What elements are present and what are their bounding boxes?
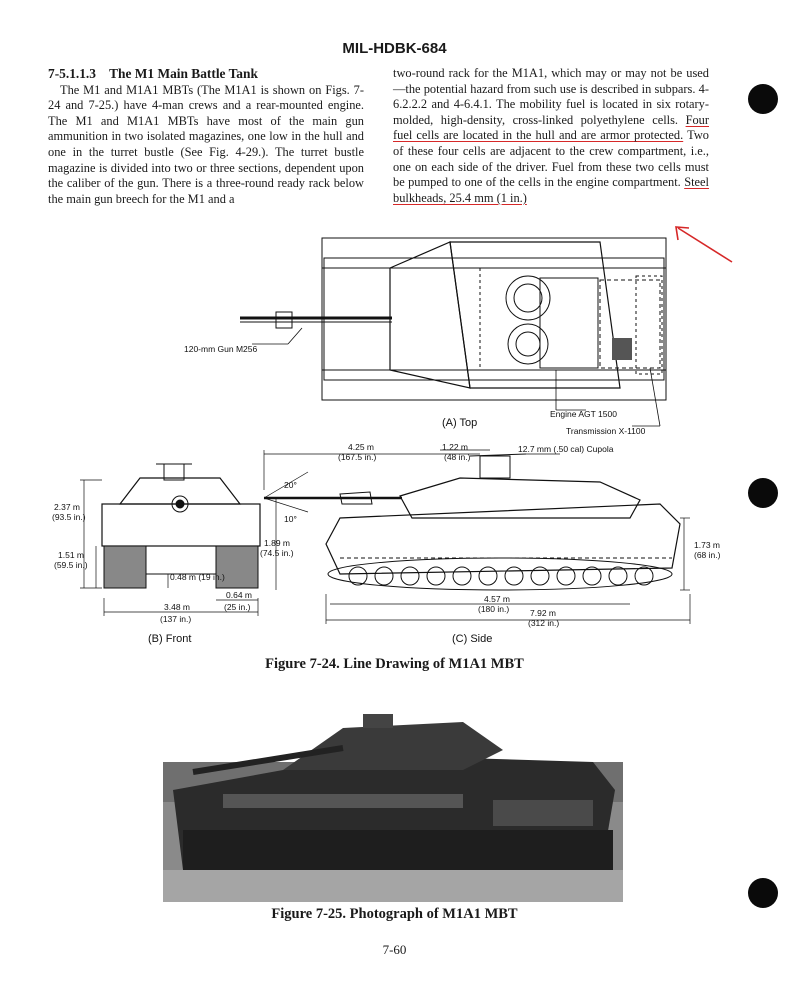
figure-25-caption: Figure 7-25. Photograph of M1A1 MBT bbox=[271, 906, 518, 922]
punch-hole-bottom bbox=[748, 878, 778, 908]
running-header: MIL-HDBK-684 bbox=[342, 40, 447, 57]
dim-gun-length-in: (167.5 in.) bbox=[338, 452, 376, 462]
dim-gun-height: 1.89 m bbox=[264, 538, 290, 548]
dim-front-width-in: (137 in.) bbox=[160, 614, 191, 624]
section-heading: 7-5.1.1.3 The M1 Main Battle Tank bbox=[48, 66, 364, 82]
dim-deck-height-in: (68 in.) bbox=[694, 550, 720, 560]
right-column: two-round rack for the M1A1, which may o… bbox=[393, 66, 709, 206]
left-column: 7-5.1.1.3 The M1 Main Battle Tank The M1… bbox=[48, 66, 364, 207]
dim-turret-in: (48 in.) bbox=[444, 452, 471, 462]
dim-elevation: 20° bbox=[284, 480, 297, 490]
red-arrow-annotation bbox=[675, 226, 733, 263]
dim-depression: 10° bbox=[284, 514, 297, 524]
dim-gun-length: 4.25 m bbox=[348, 442, 374, 452]
m1a1-line-drawing: 120-mm Gun M256 (A) Top Engine AGT 1500 … bbox=[52, 237, 720, 645]
dim-hull-height-in: (59.5 in.) bbox=[54, 560, 88, 570]
side-view bbox=[264, 453, 681, 591]
top-view bbox=[240, 237, 667, 401]
label-engine: Engine AGT 1500 bbox=[550, 409, 617, 419]
left-paragraph-text: The M1 and M1A1 MBTs (The M1A1 is shown … bbox=[48, 82, 364, 206]
front-view bbox=[101, 463, 261, 589]
underlined-highlight-2: Steel bulkheads, 25.4 mm (1 in.) bbox=[393, 175, 709, 205]
dim-deck-height: 1.73 m bbox=[694, 540, 720, 550]
dim-overall-length: 7.92 m bbox=[530, 608, 556, 618]
page-number: 7-60 bbox=[382, 942, 407, 957]
punch-hole-top bbox=[748, 84, 778, 114]
dim-track-width: 0.64 m bbox=[226, 590, 252, 600]
dim-front-width: 3.48 m bbox=[164, 602, 190, 612]
label-transmission: Transmission X-1100 bbox=[566, 426, 646, 436]
dim-track-width-in: (25 in.) bbox=[224, 602, 251, 612]
dim-hull-height: 1.51 m bbox=[58, 550, 84, 560]
dim-gun-height-in: (74.5 in.) bbox=[260, 548, 294, 558]
right-text-part1: two-round rack for the M1A1, which may o… bbox=[393, 66, 709, 127]
dim-ground-clearance: 0.48 m (19 in.) bbox=[170, 572, 225, 582]
label-cupola: 12.7 mm (.50 cal) Cupola bbox=[518, 444, 614, 454]
label-top-view: (A) Top bbox=[442, 417, 477, 429]
label-front-view: (B) Front bbox=[148, 633, 191, 645]
dim-front-height-in: (93.5 in.) bbox=[52, 512, 86, 522]
label-side-view: (C) Side bbox=[452, 633, 492, 645]
dim-track-length: 4.57 m bbox=[484, 594, 510, 604]
section-number: 7-5.1.1.3 bbox=[48, 66, 96, 81]
figure-24-caption: Figure 7-24. Line Drawing of M1A1 MBT bbox=[265, 656, 524, 672]
label-gun: 120-mm Gun M256 bbox=[184, 344, 257, 354]
left-paragraph: The M1 and M1A1 MBTs (The M1A1 is shown … bbox=[48, 83, 364, 208]
dim-overall-length-in: (312 in.) bbox=[528, 618, 559, 628]
m1a1-photograph bbox=[163, 714, 623, 902]
right-text-part2: Two of these four cells are adjacent to … bbox=[393, 128, 709, 190]
punch-hole-middle bbox=[748, 478, 778, 508]
section-title: The M1 Main Battle Tank bbox=[109, 66, 258, 81]
underlined-highlight-1: Four fuel cells are located in the hull … bbox=[393, 112, 709, 143]
dim-turret: 1.22 m bbox=[442, 442, 468, 452]
dim-track-length-in: (180 in.) bbox=[478, 604, 509, 614]
dim-front-height: 2.37 m bbox=[54, 502, 80, 512]
